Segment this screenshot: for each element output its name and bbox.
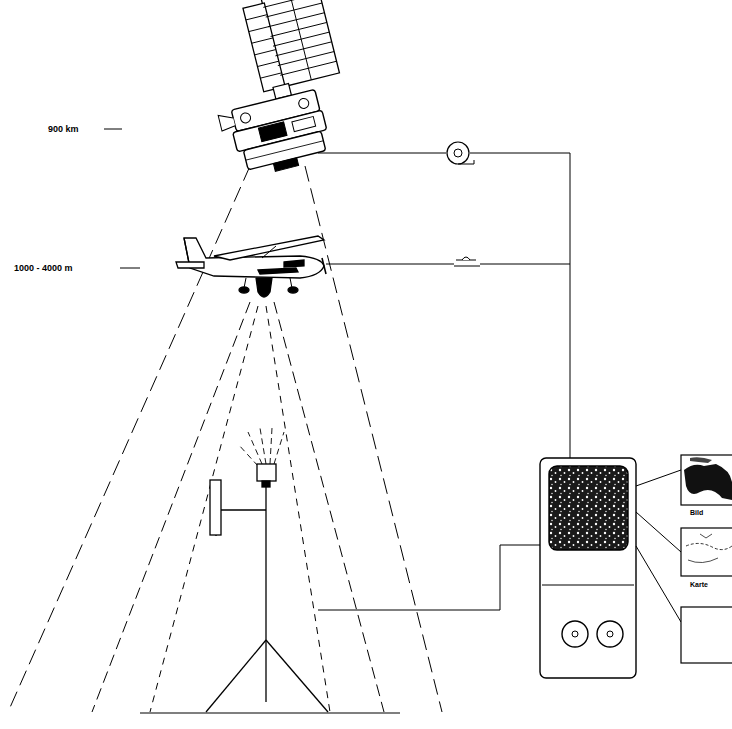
satellite xyxy=(252,38,273,43)
output-blank xyxy=(681,607,732,663)
computer-terminal xyxy=(607,631,613,637)
airplane xyxy=(239,287,249,293)
ground-sensor xyxy=(274,432,284,464)
airplane xyxy=(322,258,326,274)
ground-sensor xyxy=(262,481,270,487)
altitude-tick xyxy=(104,129,140,268)
computer-terminal xyxy=(549,466,628,550)
airplane xyxy=(176,236,326,297)
tape-reel xyxy=(458,164,474,165)
airplane xyxy=(176,262,204,268)
output-image xyxy=(690,457,712,463)
ground-sensor xyxy=(216,509,266,510)
airplane xyxy=(284,260,304,267)
output-map xyxy=(681,528,732,576)
output-line xyxy=(636,470,681,622)
satellite xyxy=(260,73,281,78)
data-link xyxy=(470,153,570,154)
satellite xyxy=(218,112,235,131)
satellite xyxy=(258,122,287,142)
recorder-symbol xyxy=(454,266,480,267)
panel-caption: Bild xyxy=(681,509,732,517)
tape-reel xyxy=(454,149,462,157)
output-image xyxy=(684,464,732,500)
airplane xyxy=(256,278,272,297)
data-link xyxy=(318,545,540,610)
tape-reel xyxy=(447,142,474,164)
view-cone xyxy=(305,166,442,712)
satellite xyxy=(246,15,267,20)
satellite xyxy=(289,0,311,80)
view-cone xyxy=(274,302,384,712)
computer-terminal xyxy=(562,621,588,647)
data-link xyxy=(570,153,571,458)
output-map xyxy=(688,558,718,563)
computer-terminal xyxy=(542,585,634,586)
ground-sensor xyxy=(265,480,266,640)
output-panel: Bild xyxy=(681,455,732,517)
recorder-symbol xyxy=(462,257,470,260)
output-map xyxy=(686,543,732,549)
view-cone xyxy=(150,306,258,712)
ground-sensor xyxy=(265,640,266,702)
data-link xyxy=(318,153,570,610)
view-cone xyxy=(8,166,442,712)
output-panel: Karte xyxy=(681,528,732,589)
ground-sensor xyxy=(266,640,328,712)
tape-reel xyxy=(474,160,475,164)
data-link xyxy=(480,264,570,265)
airplane xyxy=(258,268,298,274)
computer-terminal xyxy=(572,631,578,637)
ground-sensor xyxy=(238,444,258,466)
output-blank xyxy=(681,607,732,663)
satellite xyxy=(298,97,310,109)
data-link xyxy=(326,264,454,265)
ground-sensor xyxy=(260,428,266,464)
satellite xyxy=(242,0,340,92)
panel-caption: Karte xyxy=(681,581,732,589)
output-image xyxy=(681,455,732,505)
view-cone xyxy=(266,306,330,712)
ground-line xyxy=(140,712,400,713)
ground-sensor xyxy=(238,428,284,466)
satellite xyxy=(249,26,270,31)
satellite xyxy=(273,158,298,172)
output-map xyxy=(700,534,712,538)
computer-terminal xyxy=(540,458,636,678)
satellite xyxy=(255,50,276,55)
output-line xyxy=(636,470,681,486)
output-line xyxy=(636,546,681,622)
airplane xyxy=(288,287,298,293)
ground-sensor xyxy=(210,480,221,535)
tape-reel xyxy=(447,142,469,164)
computer-terminal xyxy=(597,621,623,647)
altitude-label: 900 km xyxy=(48,124,79,134)
ground-sensor xyxy=(270,428,272,464)
airplane xyxy=(214,236,324,260)
ground-sensor xyxy=(206,640,266,712)
satellite xyxy=(243,3,285,92)
satellite xyxy=(246,141,324,160)
airplane xyxy=(262,246,276,258)
altitude-tick xyxy=(104,129,122,130)
output-line xyxy=(636,512,681,552)
satellite xyxy=(257,61,278,66)
output-image xyxy=(681,455,732,505)
altitude-tick xyxy=(120,268,140,269)
satellite xyxy=(239,112,251,124)
computer-terminal xyxy=(540,458,636,678)
satellite xyxy=(292,117,316,132)
satellite xyxy=(193,0,359,181)
ground-sensor xyxy=(248,432,262,464)
data-link xyxy=(318,153,446,154)
view-cone xyxy=(92,302,250,712)
altitude-label: 1000 - 4000 m xyxy=(14,263,73,273)
ground-sensor xyxy=(257,464,276,481)
view-cone xyxy=(8,166,250,712)
ground-sensor xyxy=(206,428,328,712)
recorder-symbol xyxy=(454,257,480,266)
output-map xyxy=(681,528,732,576)
